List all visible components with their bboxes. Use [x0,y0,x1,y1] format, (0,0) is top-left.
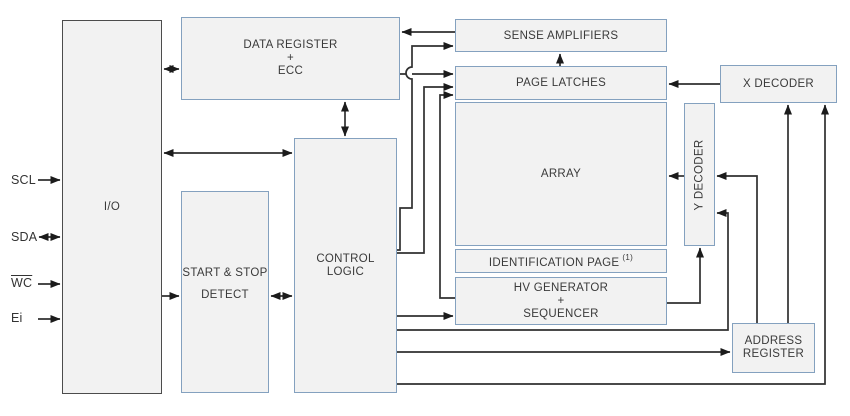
block-data-register-label-line1: DATA REGISTER [243,39,338,51]
block-io: I/O [62,20,162,394]
block-start-stop-label-line1: START & STOP [182,267,268,279]
identification-page-text: IDENTIFICATION PAGE [488,257,620,269]
block-control-logic-label-line2: LOGIC [326,265,365,278]
block-array-label: ARRAY [540,168,582,180]
pin-label-scl: SCL [11,173,36,187]
block-page-latches: PAGE LATCHES [455,66,667,100]
identification-page-footnote: (1) [622,253,634,262]
block-address-register-label-line1: ADDRESS [744,335,803,347]
wire-hv-generator-to-y-decoder [667,247,704,304]
wire-hv-generator-to-page-latches [439,91,455,299]
block-hv-generator-label-line1: HV GENERATOR [513,281,609,294]
block-sense-amplifiers-label: SENSE AMPLIFIERS [503,29,619,42]
block-x-decoder-label: X DECODER [742,78,815,90]
pin-label-sda: SDA [11,230,38,244]
block-hv-generator-label-line3: SEQUENCER [523,307,599,320]
block-page-latches-label: PAGE LATCHES [515,77,607,89]
block-y-decoder-label: Y DECODER [693,139,706,210]
pin-label-ei: Ei [11,311,23,325]
block-x-decoder: X DECODER [720,65,837,103]
wire-control-logic-to-page-latches [397,83,454,254]
block-data-register-label-line3: ECC [277,65,304,77]
block-array: ARRAY [455,102,667,246]
block-identification-page: IDENTIFICATION PAGE(1) [455,249,667,273]
block-data-register: DATA REGISTER + ECC [181,17,400,100]
block-y-decoder: Y DECODER [684,103,715,246]
wire-hop-mask [406,67,412,79]
block-address-register-label-line2: REGISTER [742,348,805,360]
block-data-register-label-line2: + [286,52,295,64]
wire-control-logic-to-sense-amplifiers [397,42,454,251]
block-sense-amplifiers: SENSE AMPLIFIERS [455,19,667,52]
block-start-stop-detect: START & STOP DETECT [181,191,269,393]
block-control-logic: CONTROL LOGIC [294,138,397,393]
block-hv-generator-sequencer: HV GENERATOR + SEQUENCER [455,277,667,325]
block-control-logic-label-line1: CONTROL [316,252,375,265]
wire-address-register-to-y-decoder [716,172,758,323]
block-identification-page-label: IDENTIFICATION PAGE(1) [489,253,633,269]
block-io-label: I/O [103,201,121,213]
pin-label-wc: WC [11,276,33,290]
block-address-register: ADDRESS REGISTER [732,323,815,373]
block-start-stop-label-line2: DETECT [201,289,249,301]
block-hv-generator-label-line2: + [557,294,565,307]
